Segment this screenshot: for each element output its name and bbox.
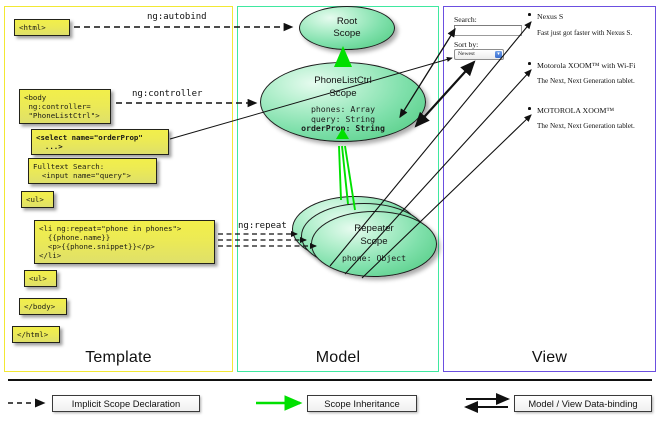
view-phone-name-0: Nexus S bbox=[528, 12, 563, 21]
column-label-model: Model bbox=[315, 349, 361, 366]
scope-repeater-props: phone: Object bbox=[341, 253, 407, 263]
view-sort-label: Sort by: bbox=[454, 40, 479, 49]
scope-phonelistctrl: PhoneListCtrl Scope phones: Array query:… bbox=[260, 62, 426, 142]
chevron-down-icon: ▾ bbox=[495, 51, 502, 58]
scope-phonelistctrl-line2: Scope bbox=[329, 88, 357, 99]
legend-label-implicit-scope-declaration: Implicit Scope Declaration bbox=[52, 395, 200, 412]
scope-phonelistctrl-props-bold: orderProp: String bbox=[301, 123, 385, 133]
view-phone-snippet-2: The Next, Next Generation tablet. bbox=[537, 122, 635, 130]
legend-label-model-view-data-binding: Model / View Data-binding bbox=[514, 395, 652, 412]
code-block-html-close: </html> bbox=[12, 326, 60, 343]
view-sort-select[interactable]: Newest ▾ bbox=[454, 49, 504, 60]
scope-phonelistctrl-props: phones: Array query: String bbox=[310, 104, 376, 124]
legend-divider bbox=[8, 379, 652, 381]
code-block-body-open: <body ng:controller= "PhoneListCtrl"> bbox=[19, 89, 111, 125]
column-model: Model bbox=[237, 6, 439, 372]
view-phone-name-2: MOTOROLA XOOM™ bbox=[528, 106, 614, 115]
code-block-body-close: </body> bbox=[19, 298, 67, 315]
scope-phonelistctrl-line1: PhoneListCtrl bbox=[314, 75, 372, 86]
code-block-fulltext: Fulltext Search: <input name="query"> bbox=[28, 158, 157, 184]
edge-label-ng-repeat: ng:repeat bbox=[238, 221, 287, 231]
scope-root-line2: Scope bbox=[333, 28, 361, 39]
column-label-view: View bbox=[531, 349, 568, 366]
view-phone-snippet-1: The Next, Next Generation tablet. bbox=[537, 77, 635, 85]
code-block-ul-close: <ul> bbox=[24, 270, 57, 287]
view-sort-selected-value: Newest bbox=[458, 51, 475, 57]
view-search-label: Search: bbox=[454, 15, 477, 24]
code-block-li-repeat: <li ng:repeat="phone in phones"> {{phone… bbox=[34, 220, 215, 265]
scope-root-line1: Root bbox=[336, 16, 358, 27]
code-block-html-open: <html> bbox=[14, 19, 70, 36]
view-phone-snippet-0: Fast just got faster with Nexus S. bbox=[537, 29, 633, 37]
scope-repeater-line1: Repeater bbox=[354, 223, 394, 234]
scope-repeater: Repeater Scope phone: Object bbox=[311, 211, 437, 277]
scope-repeater-line2: Scope bbox=[360, 236, 388, 247]
bullet-icon bbox=[528, 13, 531, 16]
bullet-icon bbox=[528, 62, 531, 65]
code-block-select: <select name="orderProp" ...> bbox=[31, 129, 169, 155]
bullet-icon bbox=[528, 107, 531, 110]
edge-label-ng-autobind: ng:autobind bbox=[147, 12, 207, 22]
code-block-ul-open: <ul> bbox=[21, 191, 54, 208]
column-template: Template bbox=[4, 6, 233, 372]
legend-label-scope-inheritance: Scope Inheritance bbox=[307, 395, 417, 412]
view-search-input[interactable] bbox=[454, 25, 522, 36]
scope-root: Root Scope bbox=[299, 6, 395, 50]
edge-label-ng-controller: ng:controller bbox=[132, 89, 203, 99]
column-label-template: Template bbox=[85, 349, 152, 366]
view-phone-name-1: Motorola XOOM™ with Wi-Fi bbox=[528, 61, 635, 70]
